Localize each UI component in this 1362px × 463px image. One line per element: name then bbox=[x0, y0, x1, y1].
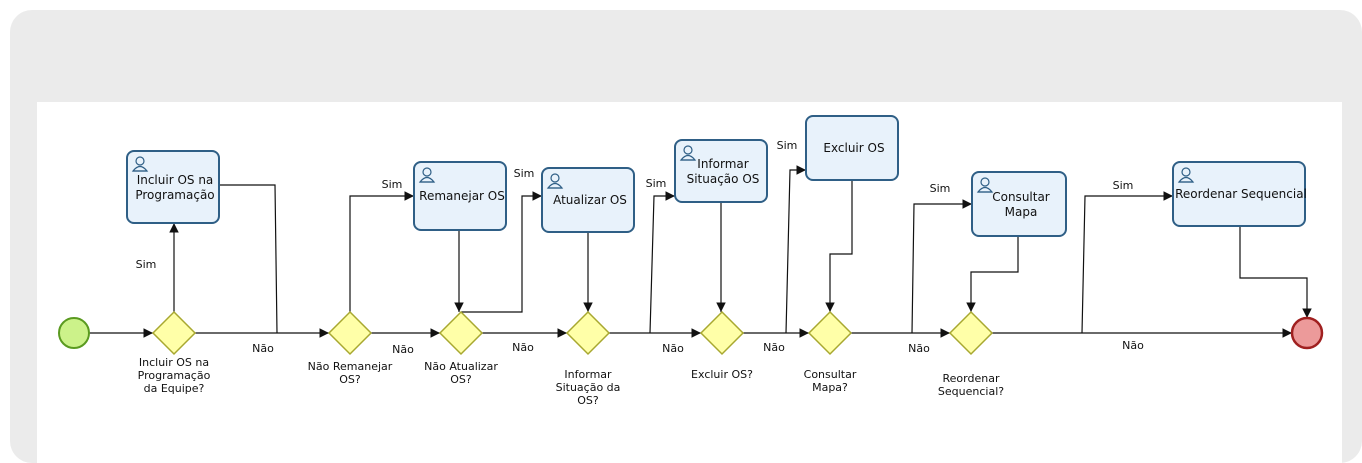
task-label: Incluir OS na bbox=[137, 173, 214, 187]
task-7[interactable]: Reordenar Sequencial bbox=[1172, 161, 1307, 227]
flow-label-no: Não bbox=[908, 342, 930, 355]
gateway-diamond bbox=[948, 310, 994, 356]
start-event[interactable] bbox=[58, 317, 90, 349]
gateway-label: OS? bbox=[339, 373, 361, 386]
user-icon bbox=[418, 167, 436, 183]
gateway-label: da Equipe? bbox=[144, 382, 205, 395]
flow-label-yes: Sim bbox=[646, 177, 667, 190]
gateway-diamond bbox=[438, 310, 484, 356]
task-label: Mapa bbox=[1005, 205, 1038, 219]
gateway-label: Incluir OS na bbox=[139, 356, 209, 369]
gateway-label: OS? bbox=[450, 373, 472, 386]
gateway-diamond bbox=[327, 310, 373, 356]
task-box bbox=[541, 167, 635, 233]
gateway-4[interactable] bbox=[565, 310, 611, 356]
user-icon bbox=[679, 145, 697, 161]
flow-label-yes: Sim bbox=[382, 178, 403, 191]
task-5[interactable]: Excluir OS bbox=[805, 115, 899, 181]
gateway-5[interactable] bbox=[699, 310, 745, 356]
task-label: Consultar bbox=[992, 190, 1050, 204]
flow-yes-4 bbox=[649, 191, 675, 334]
gateway-label: Informar bbox=[564, 368, 612, 381]
gateway-diamond bbox=[699, 310, 745, 356]
flow-label-no: Não bbox=[252, 342, 274, 355]
task-label: Informar bbox=[697, 157, 748, 171]
gateway-label: Consultar bbox=[804, 368, 857, 381]
flow-label-yes: Sim bbox=[777, 139, 798, 152]
gateway-label: Excluir OS? bbox=[691, 368, 753, 381]
flow-yes-5 bbox=[785, 165, 806, 334]
gateway-label: Mapa? bbox=[812, 381, 848, 394]
gateway-label: OS? bbox=[577, 394, 599, 407]
task-box bbox=[126, 150, 220, 224]
flow-return-1 bbox=[219, 184, 278, 334]
task-label: Remanejar OS bbox=[419, 189, 505, 203]
flow-yes-6 bbox=[911, 199, 972, 334]
gateway-label: Não Atualizar bbox=[424, 360, 498, 373]
task-2[interactable]: Remanejar OS bbox=[413, 161, 507, 231]
flow-label-yes: Sim bbox=[514, 167, 535, 180]
user-icon bbox=[131, 156, 149, 172]
flow-return-7 bbox=[1239, 226, 1312, 318]
gateway-diamond bbox=[565, 310, 611, 356]
user-icon bbox=[546, 173, 564, 189]
flow-label-no: Não bbox=[662, 342, 684, 355]
flow-label-yes: Sim bbox=[136, 258, 157, 271]
task-box bbox=[413, 161, 507, 231]
task-label: Programação bbox=[135, 188, 214, 202]
gateway-label: Sequencial? bbox=[938, 385, 1004, 398]
gateway-7[interactable] bbox=[948, 310, 994, 356]
gateway-label: Não Remanejar bbox=[308, 360, 393, 373]
gateway-1[interactable] bbox=[151, 310, 197, 356]
flow-yes-7 bbox=[1081, 191, 1173, 334]
task-label: Excluir OS bbox=[823, 141, 884, 155]
gateway-diamond bbox=[807, 310, 853, 356]
flow-label-no: Não bbox=[392, 343, 414, 356]
end-event[interactable] bbox=[1290, 316, 1324, 350]
task-label: Reordenar Sequencial bbox=[1175, 187, 1307, 201]
gateway-label: Reordenar bbox=[943, 372, 1000, 385]
flow-label-no: Não bbox=[1122, 339, 1144, 352]
gateway-label: Situação da bbox=[556, 381, 621, 394]
flow-return-6 bbox=[966, 236, 1019, 312]
gateway-6[interactable] bbox=[807, 310, 853, 356]
gateway-3[interactable] bbox=[438, 310, 484, 356]
task-box bbox=[805, 115, 899, 181]
flow-label-yes: Sim bbox=[1113, 179, 1134, 192]
flow-yes-3 bbox=[461, 191, 542, 313]
gateway-diamond bbox=[151, 310, 197, 356]
task-box bbox=[1172, 161, 1306, 227]
task-label: Situação OS bbox=[687, 172, 760, 186]
user-icon bbox=[1177, 167, 1195, 183]
flow-yes-2 bbox=[349, 191, 414, 312]
task-box bbox=[674, 139, 768, 203]
task-box bbox=[971, 171, 1067, 237]
user-icon bbox=[976, 177, 994, 193]
flow-label-no: Não bbox=[763, 341, 785, 354]
task-3[interactable]: Atualizar OS bbox=[541, 167, 635, 233]
flow-label-no: Não bbox=[512, 341, 534, 354]
gateway-2[interactable] bbox=[327, 310, 373, 356]
flow-label-yes: Sim bbox=[930, 182, 951, 195]
task-label: Atualizar OS bbox=[553, 193, 627, 207]
flow-return-5 bbox=[825, 180, 853, 312]
gateway-label: Programação bbox=[138, 369, 211, 382]
